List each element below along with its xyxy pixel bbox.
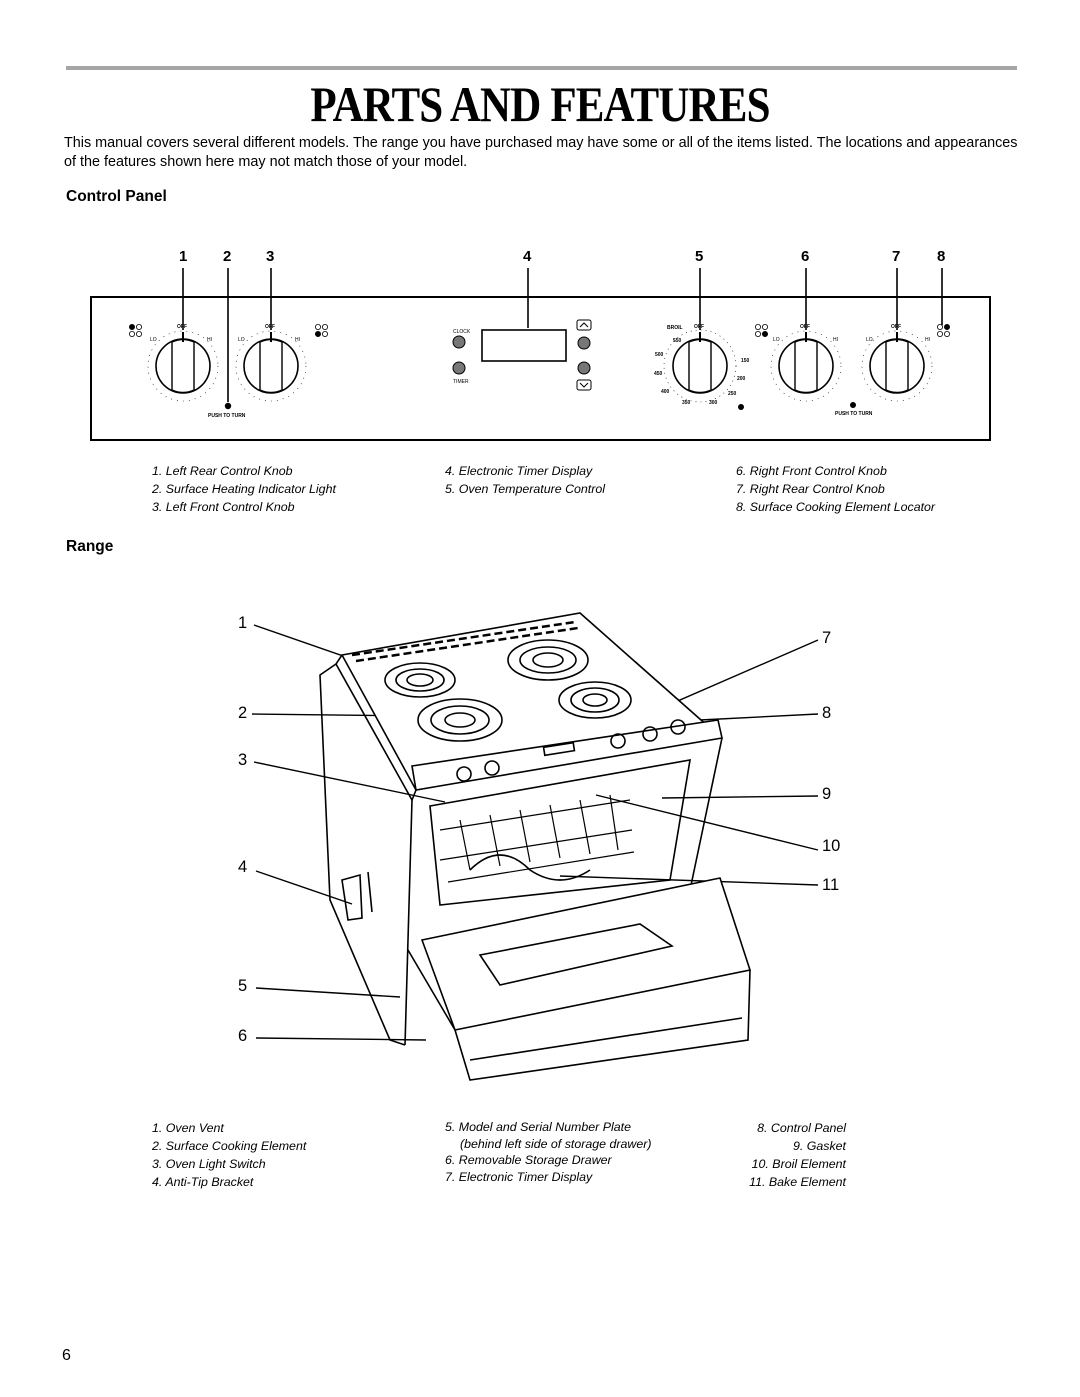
timer-display-icon — [452, 319, 592, 391]
range-callout-1: 1 — [238, 614, 248, 632]
legend-item: 8. Control Panel — [757, 1121, 846, 1135]
svg-text:HI: HI — [925, 337, 930, 343]
range-callout-6: 6 — [238, 1027, 248, 1045]
svg-text:TIMER: TIMER — [453, 379, 469, 385]
svg-text:400: 400 — [661, 389, 670, 395]
left-rear-knob-icon — [147, 330, 219, 402]
cp-callout-7: 7 — [892, 248, 901, 265]
legend-item: 2. Surface Heating Indicator Light — [152, 482, 336, 496]
legend-item: 4. Electronic Timer Display — [445, 464, 593, 478]
svg-text:550: 550 — [673, 338, 682, 344]
svg-text:250: 250 — [728, 391, 737, 397]
svg-text:OFF: OFF — [177, 324, 187, 330]
legend-item: 10. Broil Element — [751, 1157, 846, 1171]
svg-text:CLOCK: CLOCK — [453, 329, 471, 335]
legend-item: 3. Left Front Control Knob — [152, 500, 295, 514]
svg-text:OFF: OFF — [265, 324, 275, 330]
cp-callout-4: 4 — [523, 248, 532, 265]
svg-text:200: 200 — [737, 376, 746, 382]
range-callout-3: 3 — [238, 751, 248, 769]
legend-item: 5. Model and Serial Number Plate — [445, 1120, 631, 1134]
svg-text:300: 300 — [709, 400, 718, 406]
svg-text:450: 450 — [654, 371, 663, 377]
svg-text:LO: LO — [866, 337, 873, 343]
svg-text:HI: HI — [833, 337, 838, 343]
legend-item: 8. Surface Cooking Element Locator — [736, 500, 936, 514]
cp-legend-col1: 1. Left Rear Control Knob 2. Surface Hea… — [152, 462, 336, 516]
legend-item: 11. Bake Element — [749, 1175, 846, 1189]
range-illustration — [251, 612, 819, 1081]
range-callout-9: 9 — [822, 785, 832, 803]
range-callout-4: 4 — [238, 858, 248, 876]
cp-callout-6: 6 — [801, 248, 810, 265]
legend-item: 9. Gasket — [792, 1139, 846, 1153]
legend-item: 7. Electronic Timer Display — [445, 1169, 593, 1184]
range-heading: Range — [66, 538, 114, 555]
range-callout-2: 2 — [238, 704, 248, 722]
svg-text:HI: HI — [295, 337, 300, 343]
svg-text:OFF: OFF — [800, 324, 810, 330]
cp-legend-col3: 6. Right Front Control Knob 7. Right Rea… — [736, 462, 935, 516]
legend-item: 5. Oven Temperature Control — [445, 482, 606, 496]
svg-text:LO: LO — [773, 337, 780, 343]
legend-item: 6. Removable Storage Drawer — [445, 1153, 612, 1167]
control-panel-heading: Control Panel — [66, 188, 167, 205]
cp-callout-2: 2 — [223, 248, 232, 265]
svg-text:LO: LO — [238, 337, 245, 343]
legend-item: 4. Anti-Tip Bracket — [152, 1175, 254, 1189]
legend-item: 6. Right Front Control Knob — [736, 464, 887, 478]
legend-item: (behind left side of storage drawer) — [460, 1136, 652, 1151]
top-rule — [66, 66, 1017, 70]
indicator-light-icon — [224, 402, 232, 410]
oven-temperature-knob-icon — [663, 329, 737, 403]
left-front-knob-icon — [235, 330, 307, 402]
cp-legend-col2: 4. Electronic Timer Display 5. Oven Temp… — [445, 462, 605, 498]
right-rear-knob-icon — [861, 330, 933, 402]
range-callout-10: 10 — [822, 837, 841, 855]
right-front-knob-icon — [770, 330, 842, 402]
range-callout-8: 8 — [822, 704, 832, 722]
svg-text:HI: HI — [207, 337, 212, 343]
svg-text:500: 500 — [655, 352, 664, 358]
svg-text:LO: LO — [150, 337, 157, 343]
legend-item: 1. Oven Vent — [152, 1121, 224, 1135]
range-legend-col2: 5. Model and Serial Number Plate (behind… — [445, 1119, 651, 1185]
svg-text:350: 350 — [682, 400, 691, 406]
svg-text:150: 150 — [741, 358, 750, 364]
cp-callout-1: 1 — [179, 248, 188, 265]
cp-callout-3: 3 — [266, 248, 275, 265]
range-callout-11: 11 — [822, 876, 840, 894]
svg-text:PUSH TO TURN: PUSH TO TURN — [208, 413, 246, 419]
legend-item: 1. Left Rear Control Knob — [152, 464, 293, 478]
svg-text:BROIL: BROIL — [667, 325, 683, 331]
range-callout-7: 7 — [822, 629, 832, 647]
range-callout-5: 5 — [238, 977, 248, 995]
svg-text:OFF: OFF — [891, 324, 901, 330]
cp-callout-5: 5 — [695, 248, 704, 265]
svg-text:PUSH TO TURN: PUSH TO TURN — [835, 411, 873, 417]
legend-item: 7. Right Rear Control Knob — [736, 482, 885, 496]
legend-item: 3. Oven Light Switch — [152, 1157, 266, 1171]
range-legend-col3: 8. Control Panel 9. Gasket 10. Broil Ele… — [736, 1119, 846, 1191]
range-legend-col1: 1. Oven Vent 2. Surface Cooking Element … — [152, 1119, 306, 1191]
page-title: PARTS AND FEATURES — [310, 76, 770, 132]
page-number: 6 — [62, 1347, 71, 1364]
legend-item: 2. Surface Cooking Element — [152, 1139, 307, 1153]
svg-text:OFF: OFF — [694, 324, 704, 330]
cp-callout-8: 8 — [937, 248, 946, 265]
intro-paragraph: This manual covers several different mod… — [64, 135, 1018, 170]
